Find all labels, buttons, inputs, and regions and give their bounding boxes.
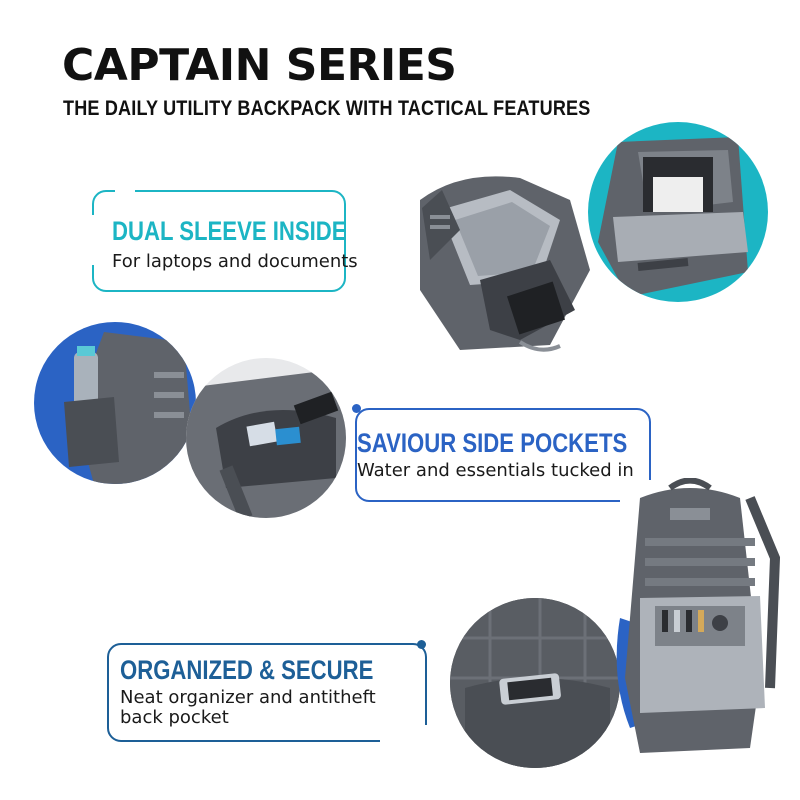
feature-title-side-pockets: SAVIOUR SIDE POCKETS [357,428,628,458]
page-title: CAPTAIN SERIES [62,40,457,91]
feature-title-organized: ORGANIZED & SECURE [120,655,374,685]
feature-dot [417,640,426,649]
back-pocket-circle [450,598,620,768]
feature-text-dual-sleeve: For laptops and documents [112,251,358,272]
side-pocket-essentials-circle [186,358,346,518]
side-pocket-bottle-circle [34,322,196,484]
feature-frame-organized [107,643,427,742]
feature-title-dual-sleeve: DUAL SLEEVE INSIDE [112,216,347,246]
backpack-open-image [420,176,590,352]
feature-dot [352,404,361,413]
backpack-interior-circle [588,122,768,302]
feature-text-side-pockets: Water and essentials tucked in [357,460,634,481]
feature-text-organized: Neat organizer and antitheft back pocket [120,687,376,729]
backpack-organizer-image [616,478,781,753]
feature-frame-side-pockets [355,408,651,502]
page-subtitle: THE DAILY UTILITY BACKPACK WITH TACTICAL… [63,97,591,120]
